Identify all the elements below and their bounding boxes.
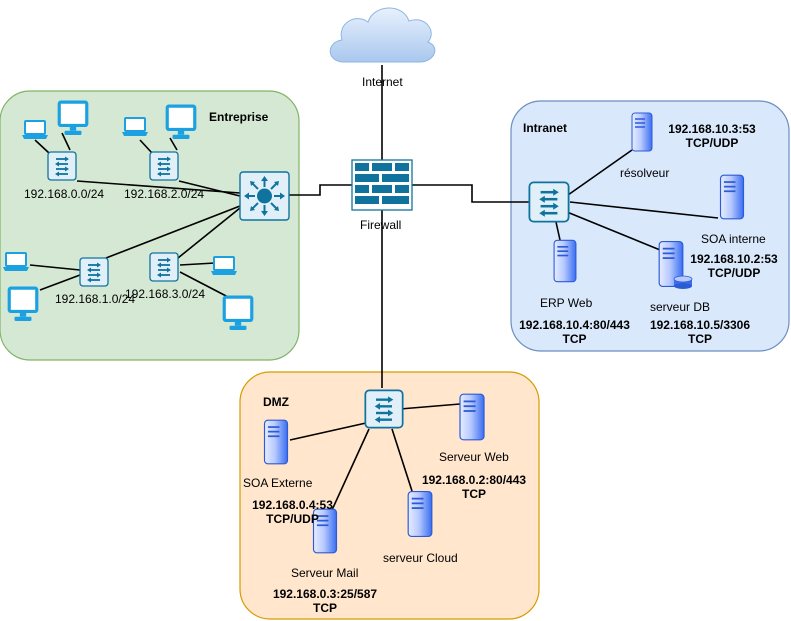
zone-dmz-title: DMZ [263,395,289,409]
serveur-mail-address: 192.168.0.3:25/587 [272,587,378,601]
switch-subnet-3-icon [149,252,179,282]
serveur-mail-name: Serveur Mail [291,566,359,580]
core-router-icon [239,171,290,221]
soa-interne-protocol: TCP/UDP [707,266,761,280]
serveur-db-address: 192.168.10.5/3306 [649,318,751,332]
internet-cloud-icon [329,7,436,63]
serveur-db-name: serveur DB [650,300,711,314]
serveur-cloud-name: serveur Cloud [383,551,458,565]
serveur-web-name: Serveur Web [439,450,509,464]
serveur-db-protocol: TCP [688,332,712,346]
server-resolveur-icon [631,112,653,152]
subnet-label: 192.168.2.0/24 [124,187,205,201]
resolveur-address: 192.168.10.3:53 [668,122,756,136]
switch-subnet-0-icon [47,151,77,181]
soa-interne-name: SOA interne [701,232,766,246]
switch-dmz-icon [364,389,404,429]
zone-intranet-title: Intranet [523,121,568,135]
soa-interne-address: 192.168.10.2:53 [690,252,778,266]
zone-entreprise-title: Entreprise [209,110,269,124]
serveur-web-address: 192.168.0.2:80/443 [421,473,527,487]
resolveur-protocol: TCP/UDP [685,136,739,150]
server-soa-externe-icon [263,419,289,465]
server-soa-interne-icon [719,174,745,220]
resolveur-name: résolveur [620,166,670,180]
serveur-mail-protocol: TCP [313,601,337,615]
erp-web-address: 192.168.10.4:80/443 [519,318,630,332]
serveur-web-protocol: TCP [462,487,486,501]
switch-subnet-1-icon [79,257,109,287]
switch-intranet-icon [528,181,570,223]
laptop-icon [2,252,30,272]
soa-externe-address: 192.168.0.4:53 [252,498,333,512]
server-web-icon [459,393,485,441]
network-links [29,65,719,511]
soa-externe-protocol: TCP/UDP [266,512,319,526]
subnet-label: 192.168.1.0/24 [55,292,136,306]
erp-web-protocol: TCP [562,332,587,346]
laptop-icon [210,256,238,276]
erp-web-name: ERP Web [540,296,593,310]
switch-subnet-2-icon [149,151,179,181]
internet-label: Internet [362,75,403,89]
laptop-icon [21,120,49,140]
soa-externe-name: SOA Externe [243,476,313,490]
firewall-label: Firewall [360,218,402,232]
firewall-icon [351,159,413,211]
database-server-icon [658,240,693,289]
zone-intranet [510,100,790,352]
laptop-icon [121,117,149,137]
server-erp-web-icon [553,239,577,283]
subnet-label: 192.168.3.0/24 [125,287,206,301]
subnet-label: 192.168.0.0/24 [24,187,105,201]
